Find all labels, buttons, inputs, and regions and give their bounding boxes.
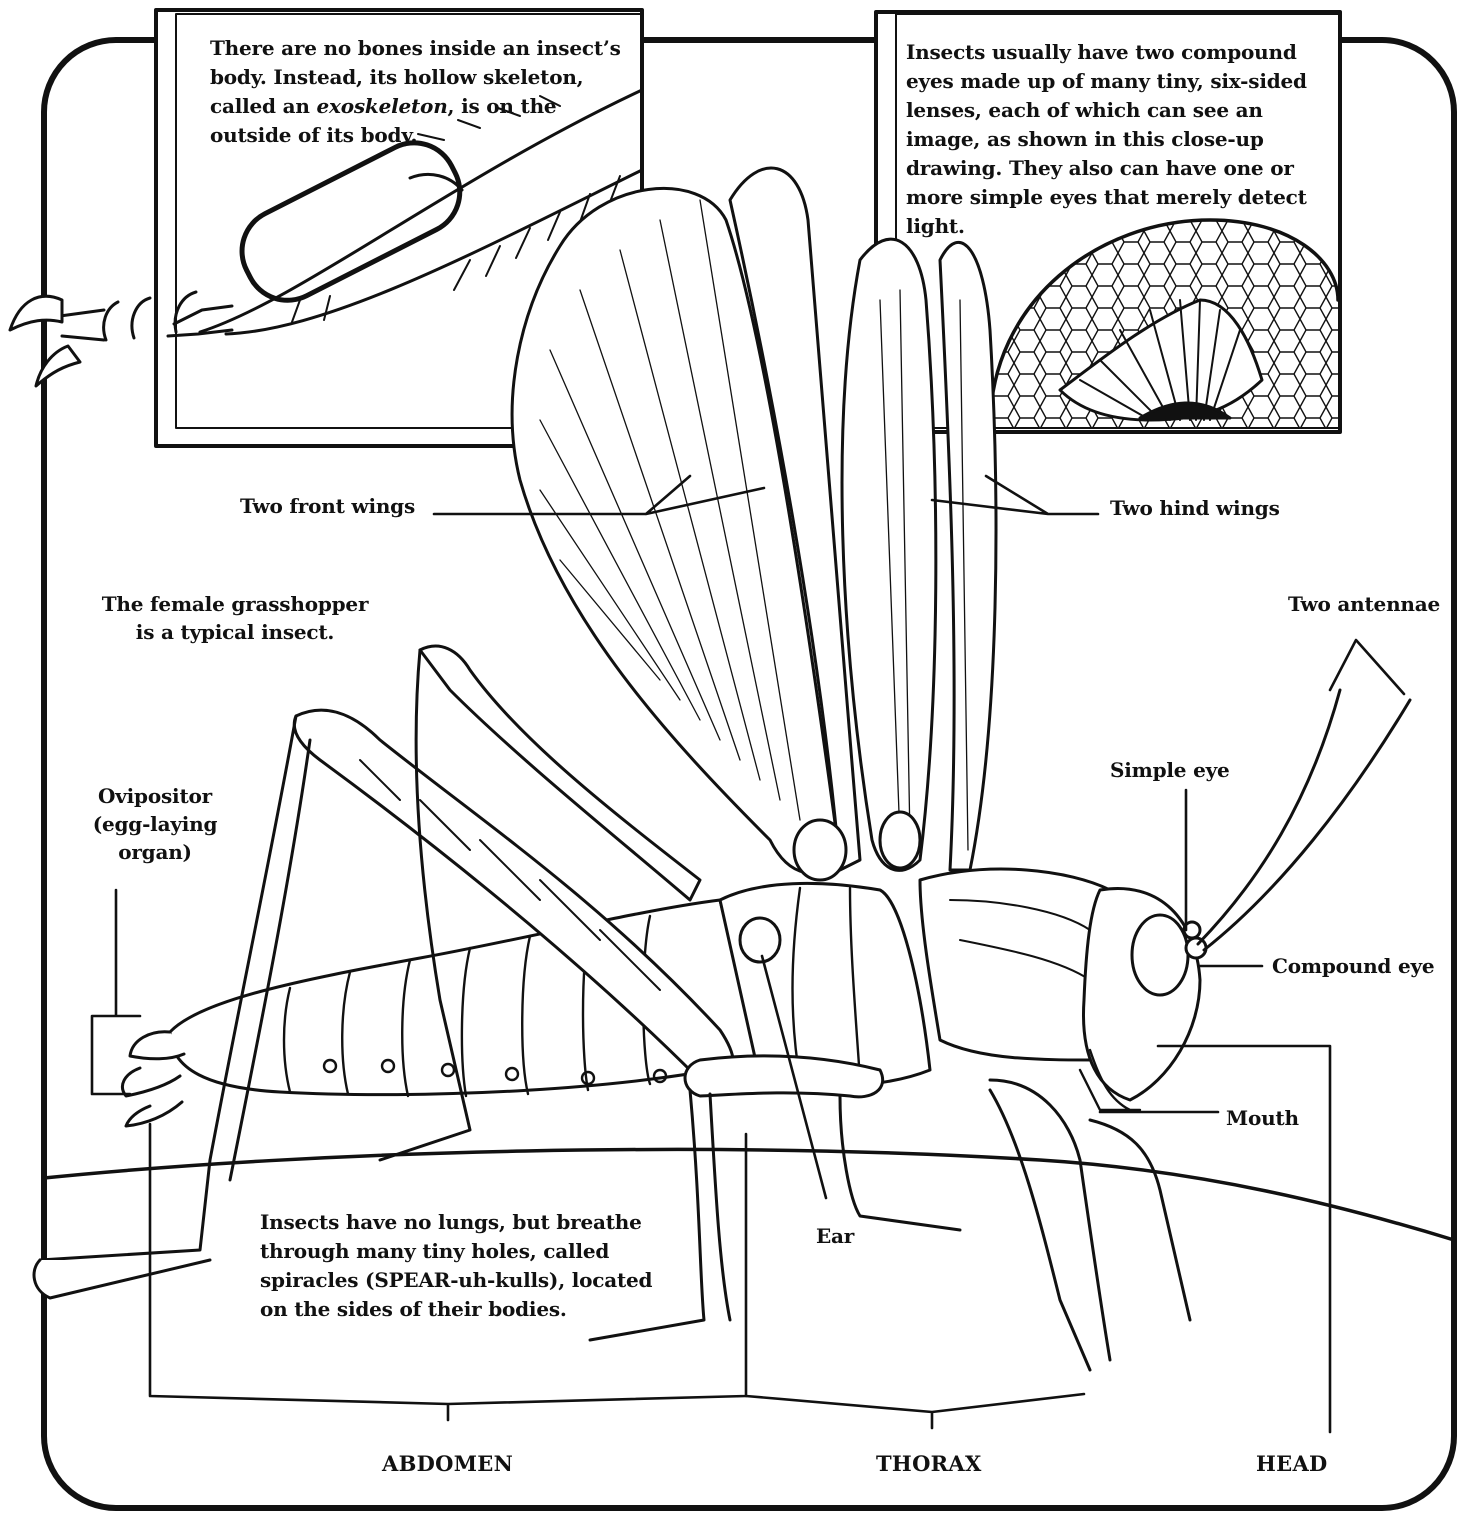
spiracles-note: Insects have no lungs, but breathe throu… xyxy=(260,1208,660,1324)
compound-eyes-note: Insects usually have two compound eyes m… xyxy=(906,38,1334,241)
antenna xyxy=(1198,690,1340,944)
label-thorax: THORAX xyxy=(876,1450,982,1478)
label-antennae: Two antennae xyxy=(1288,590,1440,618)
label-abdomen: ABDOMEN xyxy=(382,1450,513,1478)
label-head: HEAD xyxy=(1256,1450,1328,1478)
label-simple-eye: Simple eye xyxy=(1110,756,1230,784)
exoskeleton-term: exoskeleton xyxy=(316,94,447,118)
exoskeleton-note: There are no bones inside an insect’s bo… xyxy=(210,34,630,150)
label-hind-wings: Two hind wings xyxy=(1110,494,1280,522)
label-ovipositor: Ovipositor (egg-laying organ) xyxy=(70,782,240,866)
thorax-bracket xyxy=(746,1394,1084,1428)
label-front-wings: Two front wings xyxy=(240,492,415,520)
front-legs xyxy=(990,1080,1190,1370)
antennae-leader xyxy=(1330,640,1404,694)
caption: The female grasshopper is a typical inse… xyxy=(70,590,400,646)
compound-eye-shape xyxy=(1132,915,1188,995)
label-mouth: Mouth xyxy=(1226,1104,1299,1132)
ovipositor-leader xyxy=(92,890,140,1094)
label-compound-eye: Compound eye xyxy=(1272,952,1434,980)
ground-line xyxy=(44,1150,1454,1240)
label-ear: Ear xyxy=(816,1222,854,1250)
